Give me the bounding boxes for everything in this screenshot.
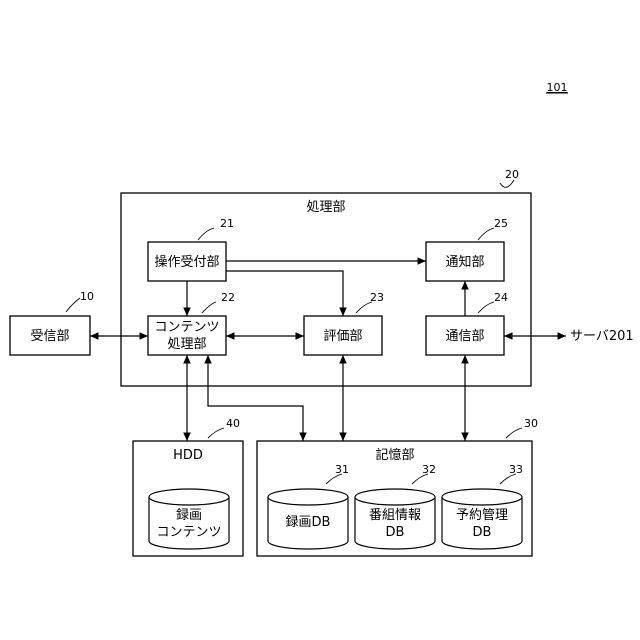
receiver-ref: 10	[80, 290, 94, 303]
content-processor-label-2: 処理部	[167, 337, 206, 352]
reservation-db-ref: 33	[509, 463, 523, 476]
communicator-label: 通信部	[445, 329, 484, 344]
processing-unit-frame	[121, 193, 531, 386]
program-info-db-ref: 32	[422, 463, 436, 476]
program-info-db-label-1: 番組情報	[369, 508, 421, 523]
program-info-db-label-2: DB	[386, 525, 405, 540]
receiver-leader	[66, 298, 80, 312]
hdd-ref: 40	[226, 417, 240, 430]
notifier-label: 通知部	[445, 254, 484, 270]
hdd-cylinder-label-1: 録画	[176, 508, 202, 523]
receiver-label: 受信部	[30, 329, 69, 344]
hdd-label: HDD	[173, 448, 203, 463]
operation-evaluator-arrow	[226, 271, 343, 316]
evaluator-label: 評価部	[323, 329, 362, 344]
reservation-db-label-1: 予約管理	[456, 508, 508, 523]
hdd-cylinder-label-2: コンテンツ	[156, 525, 221, 540]
processing-unit-leader	[500, 180, 514, 187]
recording-db-label: 録画DB	[286, 515, 331, 530]
communicator-leader	[478, 302, 494, 313]
content-processor-label-1: コンテンツ	[154, 320, 219, 335]
storage-ref: 30	[524, 417, 538, 430]
reservation-db-label-2: DB	[473, 525, 492, 540]
evaluator-ref: 23	[370, 291, 384, 304]
storage-label: 記憶部	[375, 447, 414, 463]
figure-number: 101	[547, 81, 568, 94]
operation-receiver-ref: 21	[220, 217, 234, 230]
notifier-ref: 25	[494, 217, 508, 230]
operation-receiver-leader	[198, 228, 214, 240]
notifier-leader	[478, 228, 494, 240]
storage-leader	[506, 428, 522, 438]
content-processor-leader	[202, 302, 216, 313]
processing-unit-label: 処理部	[306, 200, 345, 215]
operation-receiver-label: 操作受付部	[154, 254, 219, 270]
content-processor-ref: 22	[221, 291, 235, 304]
server-label: サーバ201	[570, 329, 634, 344]
processing-unit-ref: 20	[505, 168, 519, 181]
communicator-ref: 24	[494, 291, 508, 304]
recording-db-ref: 31	[335, 463, 349, 476]
hdd-leader	[208, 428, 224, 438]
